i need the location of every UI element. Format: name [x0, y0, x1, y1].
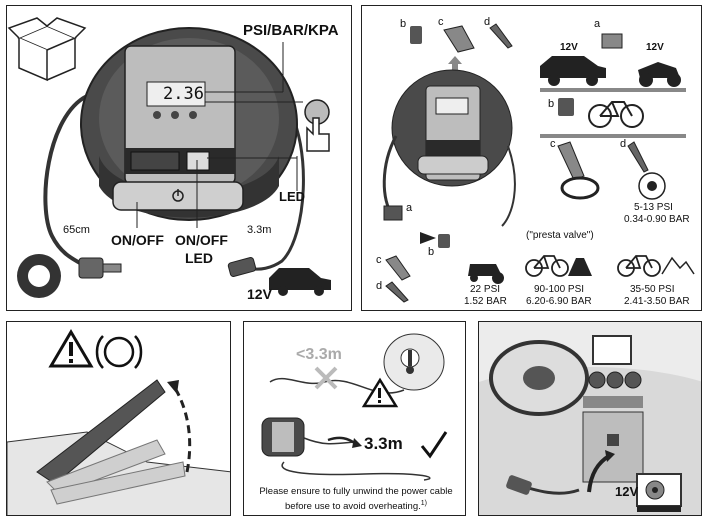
lcd-display [146, 81, 206, 107]
road-icon [568, 258, 592, 276]
lawn-mower-icon [468, 264, 502, 276]
bicycle-icon [588, 101, 644, 128]
units-label: PSI/BAR/KPA [243, 22, 339, 39]
letter-c-bot: c [376, 254, 382, 266]
power-cable [248, 105, 305, 271]
voltage-label: 12V [247, 286, 272, 302]
adapter-d-bot-icon [385, 281, 409, 303]
compressor-illustration [7, 17, 331, 298]
adapter-d-mid-icon [627, 141, 649, 173]
socket-voltage-label: 12V [615, 484, 639, 499]
air-hose [43, 94, 91, 270]
cable-length-left: 65cm [63, 224, 90, 236]
ball-bar: 0.34-0.90 BAR [624, 214, 690, 225]
car-voltage: 12V [560, 42, 578, 53]
box-icon [7, 17, 87, 82]
footnote-marker: 1) [420, 500, 427, 507]
vent-3 [624, 371, 642, 389]
panel-adapters: b c d a 12V 12V b c d 5-13 PSI 0.34-0.90… [361, 5, 702, 311]
checkmark-icon [420, 431, 448, 459]
letter-d-bot: d [376, 280, 383, 292]
adapter-c-icon [443, 25, 475, 53]
cable-length-right: 3.3m [247, 224, 272, 236]
button-1 [153, 111, 161, 119]
adapter-c-mid-icon [557, 141, 585, 181]
letter-a-hose: a [406, 202, 413, 214]
right-arrow-icon [420, 232, 436, 244]
letter-c-top: c [438, 16, 444, 28]
letter-b-top: b [400, 18, 407, 30]
vent-2 [606, 371, 624, 389]
mower-psi: 22 PSI [470, 284, 501, 295]
unwind-note: Please ensure to fully unwind the power … [250, 486, 462, 513]
car-interior-illustration [479, 322, 701, 515]
car-icon [269, 268, 331, 290]
mountain-bike-icon [617, 255, 661, 277]
parking-brake-illustration [7, 329, 230, 515]
arrow-up-curve-icon [173, 387, 192, 473]
moto-voltage: 12V [646, 42, 664, 53]
road-bike-icon [525, 255, 569, 277]
dash-screen [592, 335, 632, 365]
letter-d-top: d [484, 16, 491, 28]
finger-icon [306, 117, 330, 152]
long-length-label: 3.3m [364, 434, 403, 453]
adapter-b-hose-icon [438, 234, 450, 248]
letter-d-mid: d [620, 138, 627, 150]
panel-cable-unwind: <3.3m 3.3m Please ensure to fully unwind… [243, 321, 466, 516]
adapters-illustration [382, 23, 695, 303]
display-value: 2.36 [163, 84, 204, 104]
adapter-b-icon [410, 26, 422, 44]
led-label: LED [279, 189, 305, 204]
led-window [130, 151, 180, 171]
ball-psi: 5-13 PSI [634, 202, 673, 213]
letter-c-mid: c [550, 138, 556, 150]
letter-b-mid: b [548, 98, 555, 110]
road-bar: 6.20-6.90 BAR [526, 296, 592, 307]
cross-icon [314, 366, 338, 390]
road-psi: 90-100 PSI [534, 284, 585, 295]
up-arrow-icon [448, 56, 462, 72]
onoff-label: ON/OFF [111, 232, 164, 248]
onoff-led-label-line1: ON/OFF [175, 232, 228, 248]
button-3 [189, 111, 197, 119]
adapter-d-icon [489, 23, 513, 49]
panel-car-socket: 12V [478, 321, 702, 516]
adapter-a-icon [601, 33, 623, 49]
parking-icon [103, 336, 135, 368]
presta-note: ("presta valve") [526, 230, 594, 241]
handbrake-lever [36, 379, 166, 485]
car-icon [540, 56, 606, 78]
panel-parking-brake [6, 321, 231, 516]
led-button [186, 151, 210, 171]
mtb-bar: 2.41-3.50 BAR [624, 296, 690, 307]
unwind-note-text: Please ensure to fully unwind the power … [259, 486, 453, 513]
adapter-b-mid-icon [558, 98, 574, 116]
mower-bar: 1.52 BAR [464, 296, 507, 307]
short-length-label: <3.3m [296, 346, 342, 363]
mountain-icon [661, 256, 695, 275]
adapter-c-bot-icon [385, 255, 411, 281]
socket-small [607, 434, 619, 446]
onoff-led-label-line2: LED [185, 250, 213, 266]
letter-b-hose: b [428, 246, 435, 258]
button-2 [171, 111, 179, 119]
cable-unwind-illustration [261, 333, 448, 481]
mtb-psi: 35-50 PSI [630, 284, 675, 295]
swim-ring-icon [560, 176, 600, 200]
vent-1 [588, 371, 606, 389]
letter-a-top: a [594, 18, 601, 30]
panel-overview: PSI/BAR/KPA 2.36 65cm LED 3.3m ON/OFF ON… [6, 5, 352, 311]
